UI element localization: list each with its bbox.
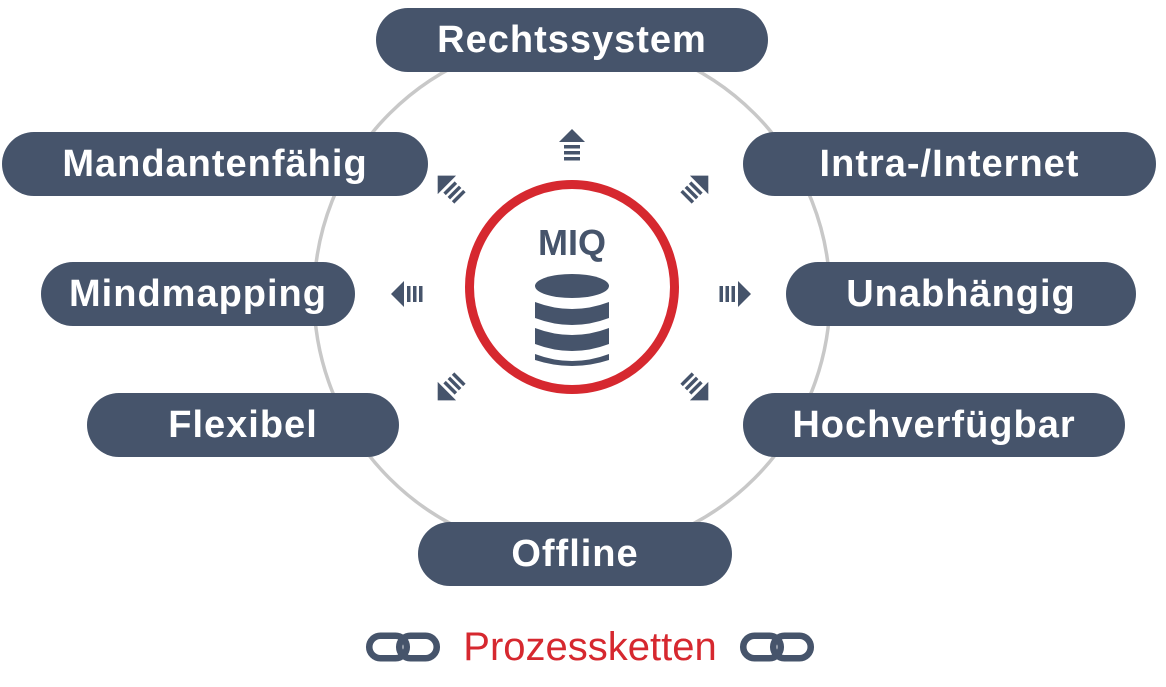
arrow-down-right-icon <box>676 368 718 410</box>
chain-link-icon <box>739 632 815 662</box>
feature-label: Offline <box>511 532 639 575</box>
footer-label: Prozessketten <box>463 624 717 669</box>
feature-unabhaengig: Unabhängig <box>786 262 1136 326</box>
feature-mandantenfaehig: Mandantenfähig <box>2 132 428 196</box>
center-label: MIQ <box>538 222 606 263</box>
arrow-left-icon <box>391 281 423 307</box>
footer: Prozessketten <box>360 622 820 672</box>
feature-flexibel: Flexibel <box>87 393 399 457</box>
arrow-up-right-icon <box>676 166 718 208</box>
arrow-up-left-icon <box>428 166 470 208</box>
arrow-down-left-icon <box>428 368 470 410</box>
feature-label: Hochverfügbar <box>792 403 1076 446</box>
center-ring <box>465 180 679 394</box>
feature-offline: Offline <box>418 522 732 586</box>
feature-label: Flexibel <box>168 403 318 446</box>
feature-label: Mandantenfähig <box>62 142 368 185</box>
feature-label: Rechtssystem <box>437 18 707 61</box>
chain-link-icon <box>365 632 441 662</box>
feature-rechtssystem: Rechtssystem <box>376 8 768 72</box>
arrow-right-icon <box>719 281 751 307</box>
feature-label: Unabhängig <box>846 272 1076 315</box>
feature-intra-internet: Intra-/Internet <box>743 132 1156 196</box>
feature-label: Intra-/Internet <box>819 142 1080 185</box>
feature-label: Mindmapping <box>69 272 327 315</box>
arrow-up-icon <box>559 129 585 161</box>
feature-hochverfuegbar: Hochverfügbar <box>743 393 1125 457</box>
feature-mindmapping: Mindmapping <box>41 262 355 326</box>
database-icon <box>535 274 609 366</box>
